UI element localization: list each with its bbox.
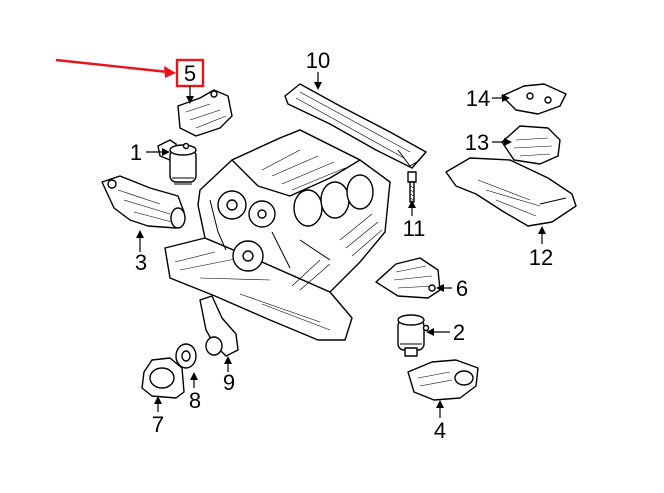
- callout-10: 10: [306, 48, 330, 73]
- callout-14: 14: [466, 86, 490, 111]
- callout-7: 7: [152, 412, 164, 437]
- callout-6: 6: [456, 276, 468, 301]
- callout-1: 1: [130, 140, 142, 165]
- callout-8: 8: [189, 388, 201, 413]
- part-2-mount: [397, 314, 430, 357]
- part-5-bracket: [177, 89, 233, 137]
- part-7-mount-pad: [141, 357, 185, 399]
- part-14-plate: [501, 83, 567, 115]
- part-1-engine-mount: [157, 139, 197, 185]
- part-11-bolt: [407, 171, 417, 203]
- callout-4: 4: [434, 418, 446, 443]
- part-3-arm-bracket: [101, 175, 186, 229]
- callout-12: 12: [529, 245, 553, 270]
- callout-3: 3: [135, 250, 147, 275]
- engine-block: [164, 129, 391, 341]
- part-9-arm: [199, 295, 239, 357]
- part-4-bracket: [407, 359, 479, 401]
- callout-13: 13: [465, 130, 489, 155]
- callout-2: 2: [453, 320, 465, 345]
- part-10-cross-member: [284, 83, 427, 169]
- callout-11: 11: [403, 216, 426, 241]
- callout-labels: 5 1 3 10 11 12 13 14 6 2 4 7 8 9: [130, 48, 553, 443]
- leader-lines: [136, 72, 546, 418]
- callout-5: 5: [184, 61, 196, 86]
- part-13-mount-pad: [501, 125, 561, 165]
- part-12-cross-member: [445, 157, 577, 227]
- callout-9: 9: [223, 370, 235, 395]
- highlight-arrow: [55, 58, 176, 78]
- part-6-bracket: [375, 257, 441, 299]
- part-8-bushing: [175, 343, 197, 369]
